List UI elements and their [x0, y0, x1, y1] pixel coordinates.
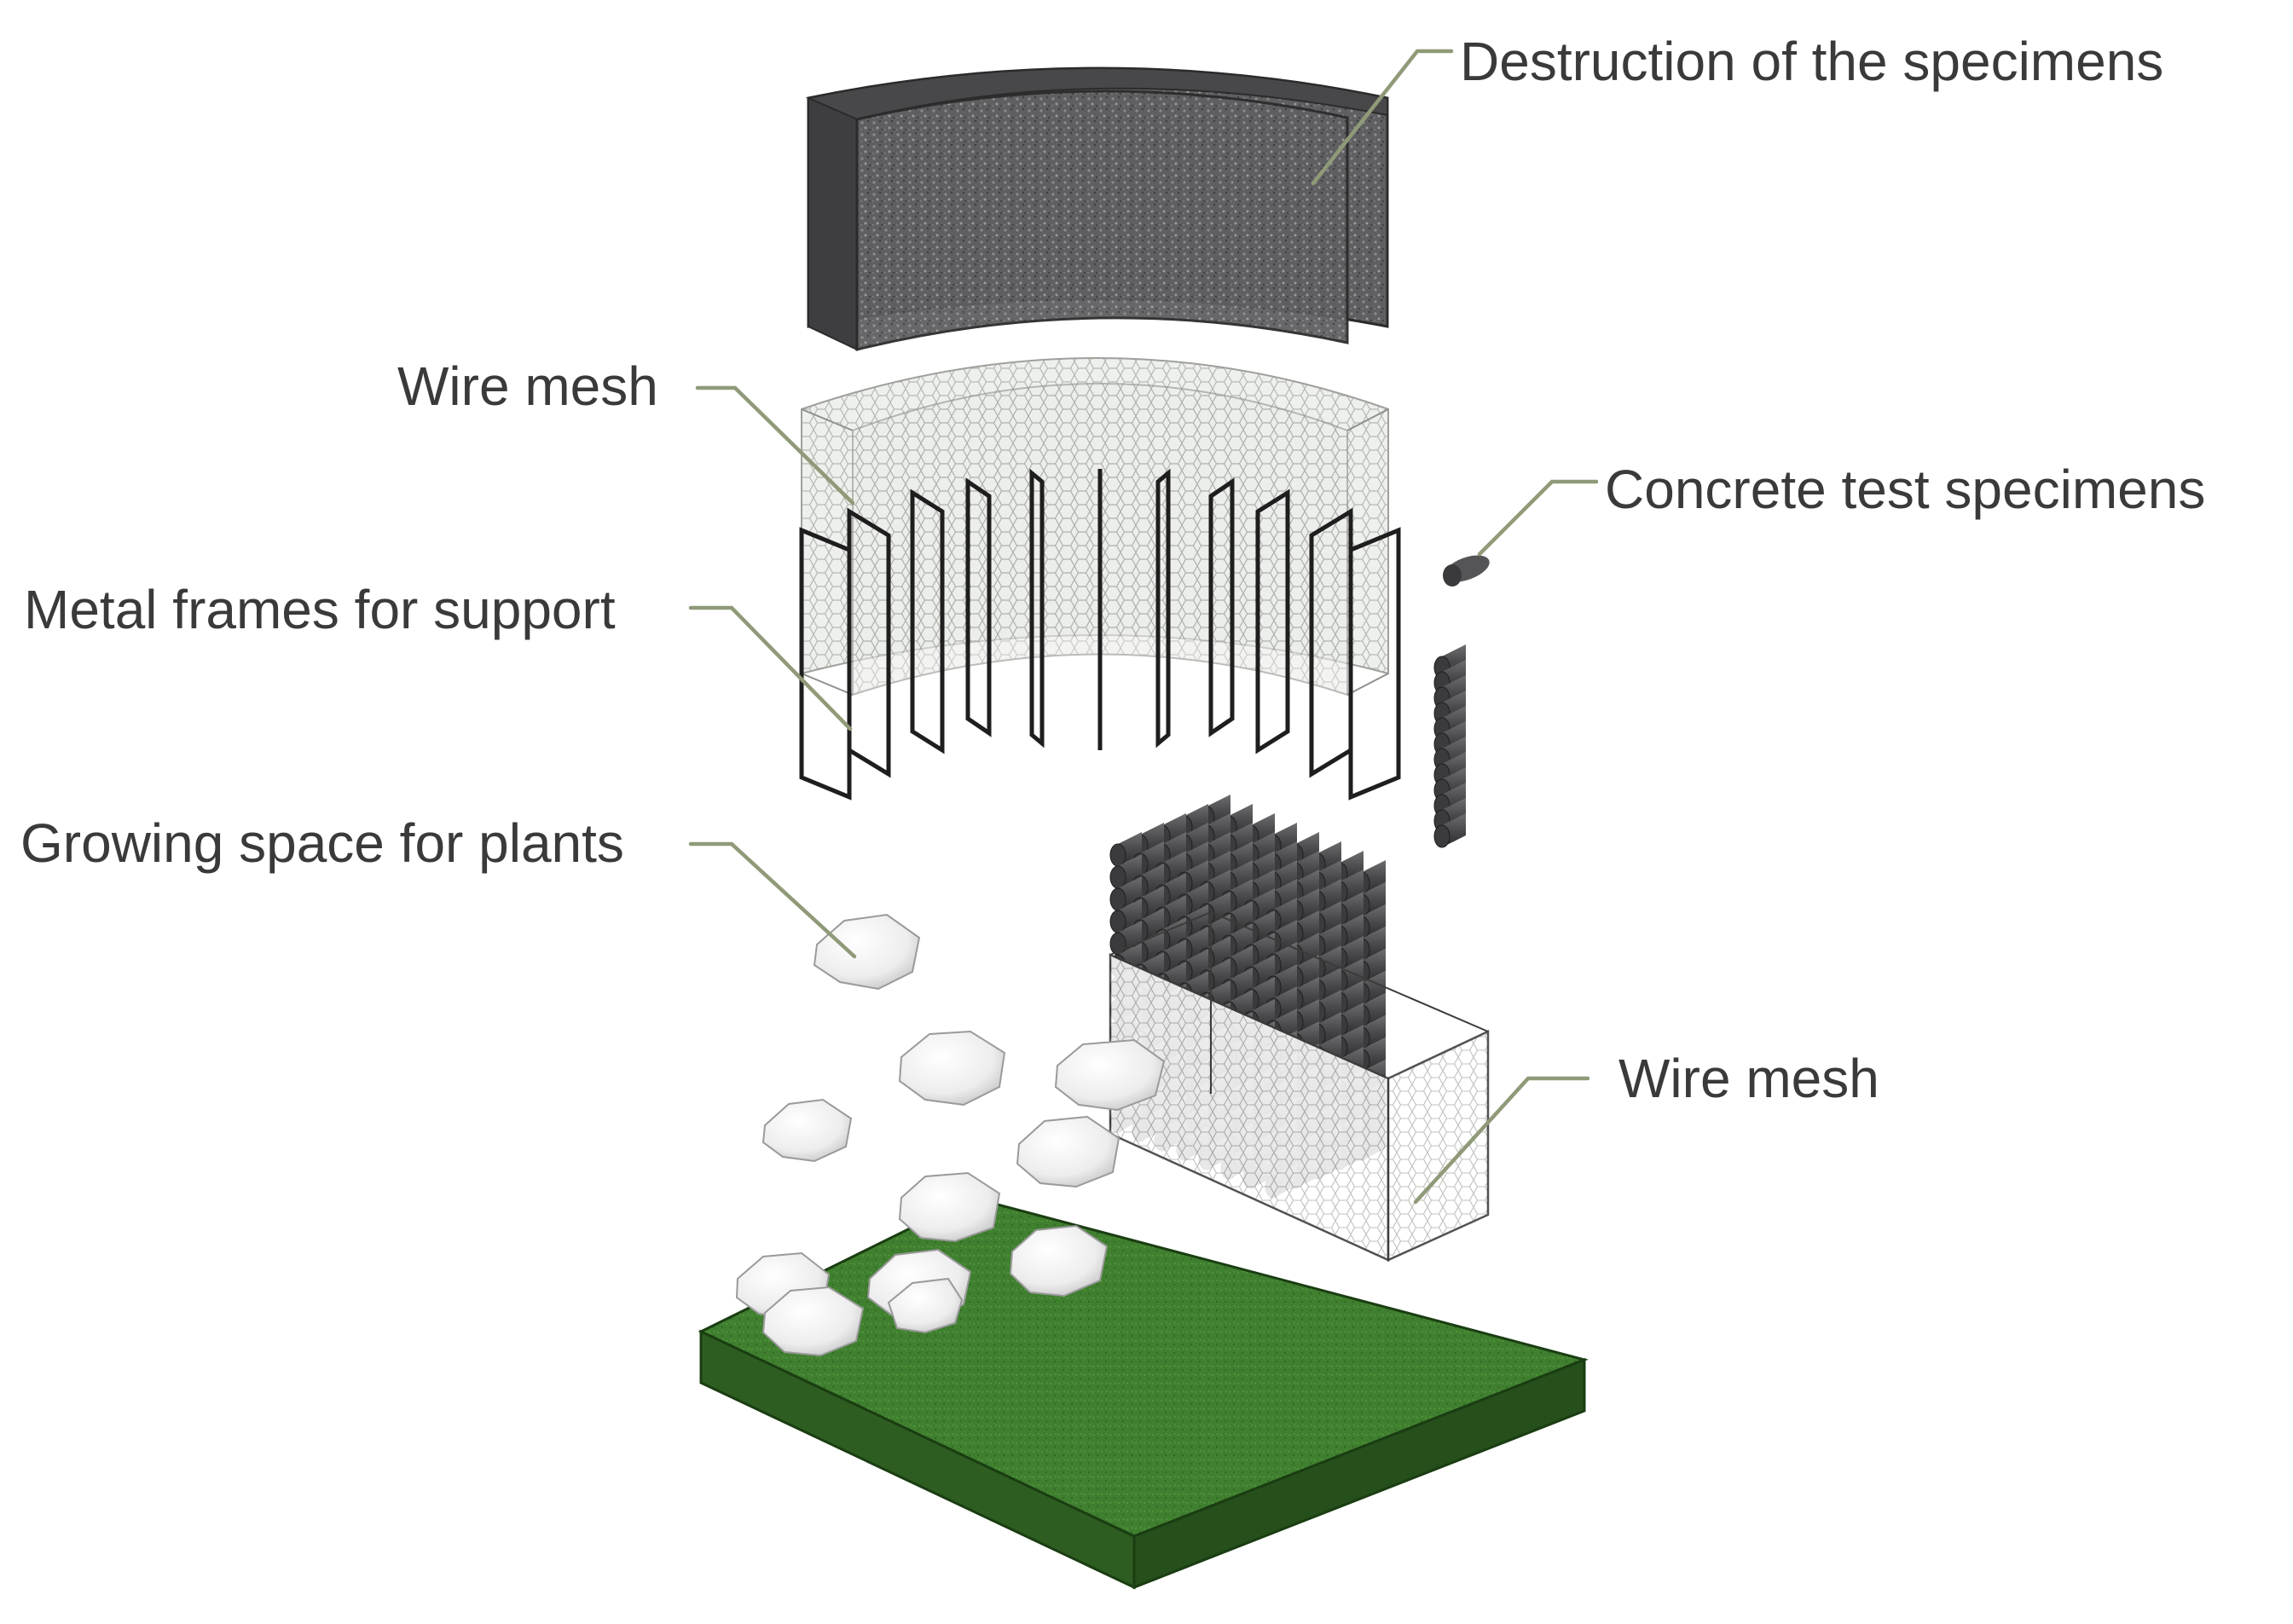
- stone: [1054, 1038, 1166, 1112]
- metal-frame: [1155, 468, 1171, 748]
- metal-frames: [799, 468, 1401, 800]
- growing-space-stones: [735, 913, 1166, 1357]
- stone: [761, 1286, 865, 1357]
- metal-frame: [1208, 477, 1235, 737]
- metal-frame: [1348, 527, 1401, 800]
- stone: [813, 913, 921, 991]
- granite-block: [805, 66, 1389, 351]
- label-growing-space: Growing space for plants: [20, 812, 624, 874]
- metal-frame: [965, 477, 992, 737]
- label-concrete-test-specimens: Concrete test specimens: [1605, 459, 2206, 520]
- leader-line-wire-mesh-bottom: [1413, 1076, 1590, 1205]
- label-wire-mesh-bottom: Wire mesh: [1618, 1048, 1879, 1109]
- stone: [898, 1030, 1006, 1107]
- metal-frame: [847, 507, 891, 778]
- leader-lines: [688, 49, 1599, 1205]
- metal-frame: [1255, 488, 1290, 754]
- specimen-cylinder: [1109, 876, 1142, 911]
- stone: [761, 1098, 853, 1163]
- stone: [898, 1171, 1001, 1243]
- metal-frame: [1029, 468, 1045, 748]
- metal-frame: [799, 527, 852, 800]
- label-wire-mesh-top: Wire mesh: [397, 355, 658, 417]
- leader-line-wire-mesh-top: [695, 385, 855, 506]
- stone: [1009, 1224, 1109, 1297]
- concrete-specimen-single: [1443, 555, 1490, 587]
- leader-line-destruction: [1311, 49, 1454, 186]
- grass-base: [698, 1196, 1589, 1590]
- label-destruction: Destruction of the specimens: [1460, 31, 2164, 92]
- concrete-specimen-column: [1433, 644, 1466, 848]
- metal-frame: [910, 488, 945, 754]
- stone: [1016, 1115, 1120, 1188]
- stone: [887, 1277, 964, 1334]
- leader-line-metal-frames: [688, 605, 853, 731]
- specimen-cylinder: [1109, 832, 1142, 867]
- leader-line-concrete: [1477, 479, 1599, 557]
- specimen-cylinder: [1433, 813, 1466, 848]
- label-metal-frames: Metal frames for support: [24, 579, 616, 640]
- leader-line-growing-space: [688, 841, 857, 959]
